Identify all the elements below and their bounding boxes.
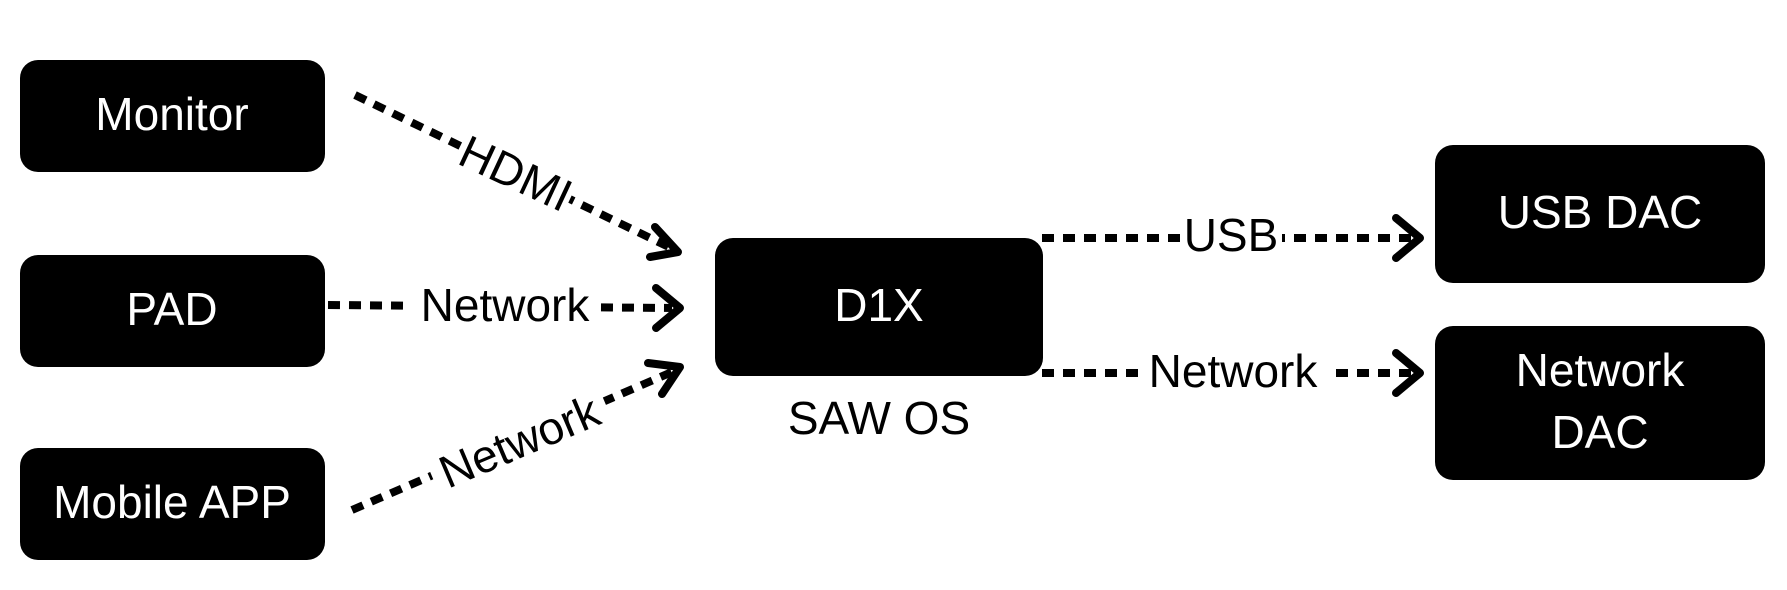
node-monitor: Monitor	[20, 60, 325, 172]
node-label: PAD	[126, 283, 217, 335]
edge-label-usb: USB	[1180, 209, 1282, 262]
node-usb-dac: USB DAC	[1435, 145, 1765, 283]
node-label: Mobile APP	[53, 476, 291, 528]
node-label-line1: Network	[1516, 344, 1686, 396]
node-mobile-app: Mobile APP	[20, 448, 325, 560]
edge-d1x-to-network-dac	[1042, 349, 1424, 397]
edge-label-mobile-network: Network	[424, 384, 616, 502]
edge-label-text: HDMI	[452, 125, 581, 222]
node-network-dac: Network DAC	[1435, 326, 1765, 480]
edge-label-text: USB	[1184, 209, 1279, 261]
node-d1x: D1X	[715, 238, 1043, 376]
edge-label-hdmi: HDMI	[450, 125, 581, 223]
node-label-line2: DAC	[1551, 406, 1648, 458]
edge-d1x-to-usb-dac	[1042, 214, 1424, 262]
node-label: USB DAC	[1498, 186, 1702, 238]
d1x-os-caption: SAW OS	[788, 392, 970, 444]
edge-label-text: Network	[1149, 345, 1319, 397]
edge-label-text: Network	[431, 384, 608, 498]
node-label: Monitor	[95, 88, 248, 140]
arrow-head	[1392, 214, 1424, 262]
arrow-head	[1392, 349, 1424, 397]
edge-label-dac-network: Network	[1138, 345, 1328, 397]
node-pad: PAD	[20, 255, 325, 367]
arrow-head	[644, 359, 684, 398]
edge-label-text: Network	[421, 279, 591, 331]
arrow-head	[646, 223, 682, 261]
arrow-head	[652, 284, 684, 332]
edge-label-pad-network: Network	[410, 279, 600, 331]
node-label: D1X	[834, 279, 923, 331]
